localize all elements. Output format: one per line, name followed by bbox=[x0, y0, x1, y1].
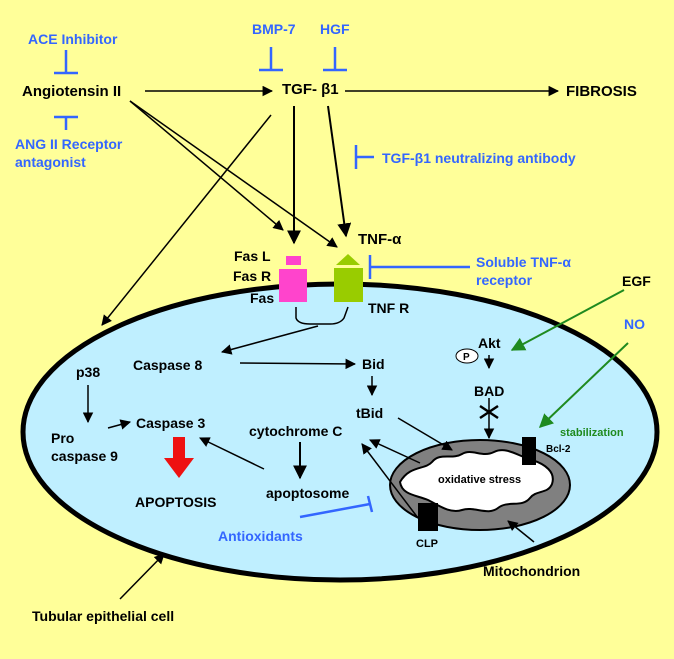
ang2-antagonist-label-1: ANG II Receptor bbox=[15, 136, 123, 152]
inhibitor-lines bbox=[54, 47, 470, 519]
tnf-alpha-ligand bbox=[336, 254, 360, 265]
activation-arrows bbox=[82, 85, 560, 600]
tnf-r-label: TNF R bbox=[368, 300, 410, 316]
apoptosis-label: APOPTOSIS bbox=[135, 494, 217, 510]
tubular-epithelial-cell-label: Tubular epithelial cell bbox=[32, 608, 175, 624]
pro-caspase9-label-2: caspase 9 bbox=[51, 448, 118, 464]
fas-r-label: Fas R bbox=[233, 268, 272, 284]
p38-label: p38 bbox=[76, 364, 101, 380]
tbid-label: tBid bbox=[356, 405, 384, 421]
ace-inhibitor-label: ACE Inhibitor bbox=[28, 31, 118, 47]
tgf-beta1-label: TGF- β1 bbox=[282, 81, 339, 98]
tnf-receptor bbox=[334, 268, 363, 302]
phospho-label: P bbox=[463, 352, 470, 363]
soluble-tnf-receptor-label-1: Soluble TNF-α bbox=[476, 254, 571, 270]
bad-label: BAD bbox=[474, 383, 505, 399]
tnf-alpha-label: TNF-α bbox=[358, 231, 402, 248]
hgf-label: HGF bbox=[320, 21, 350, 37]
fas-receptor bbox=[279, 269, 307, 302]
egf-label: EGF bbox=[622, 273, 651, 289]
oxidative-stress-label: oxidative stress bbox=[438, 474, 522, 486]
clp-label: CLP bbox=[416, 538, 438, 550]
bcl2-block bbox=[522, 437, 536, 465]
apoptosis-arrow bbox=[164, 437, 194, 478]
growth-factor-arrows bbox=[510, 289, 629, 428]
pro-caspase9-label-1: Pro bbox=[51, 430, 75, 446]
cytochrome-c-label: cytochrome C bbox=[249, 423, 343, 439]
fas-label: Fas bbox=[250, 290, 275, 306]
mitochondrion-label: Mitochondrion bbox=[483, 563, 581, 579]
soluble-tnf-receptor-label-2: receptor bbox=[476, 272, 533, 288]
caspase3-label: Caspase 3 bbox=[136, 415, 206, 431]
bcl2-label: Bcl-2 bbox=[546, 444, 571, 455]
stabilization-label: stabilization bbox=[560, 427, 624, 439]
bid-label: Bid bbox=[362, 356, 385, 372]
caspase8-label: Caspase 8 bbox=[133, 357, 203, 373]
apoptosome-label: apoptosome bbox=[266, 485, 350, 501]
mitochondrion-inner-cristae bbox=[398, 449, 554, 513]
fas-l-label: Fas L bbox=[234, 248, 271, 264]
clp-block bbox=[418, 503, 438, 531]
akt-label: Akt bbox=[478, 335, 501, 351]
fibrosis-label: FIBROSIS bbox=[566, 83, 637, 100]
fas-ligand bbox=[286, 256, 301, 265]
bmp7-label: BMP-7 bbox=[252, 21, 296, 37]
bad-block-x bbox=[479, 404, 499, 420]
angiotensin-ii-label: Angiotensin II bbox=[22, 83, 122, 100]
ang2-antagonist-label-2: antagonist bbox=[15, 154, 86, 170]
phospho-circle bbox=[455, 348, 479, 364]
no-label: NO bbox=[624, 316, 645, 332]
antioxidants-label: Antioxidants bbox=[218, 528, 303, 544]
tgf-neutralizing-antibody-label: TGF-β1 neutralizing antibody bbox=[382, 150, 576, 166]
